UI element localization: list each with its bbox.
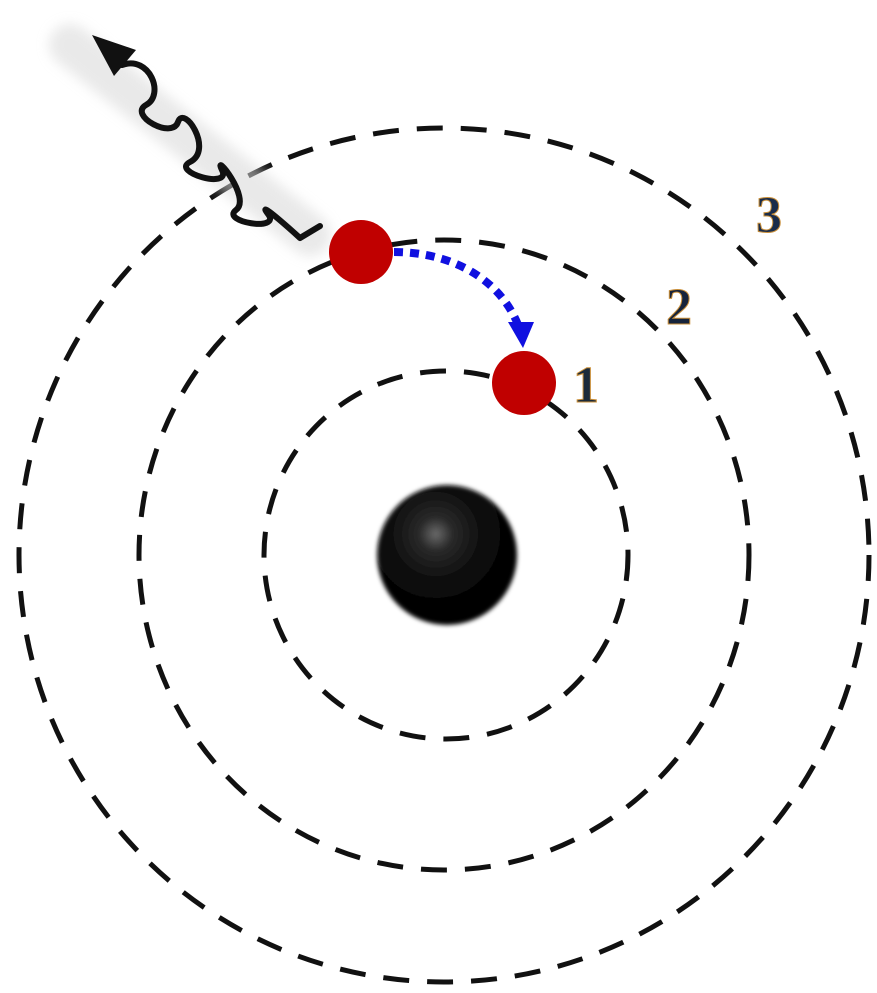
electron-final — [492, 351, 556, 415]
level-label-1: 1 — [573, 357, 599, 414]
level-label-2: 2 — [666, 279, 692, 336]
level-label-3: 3 — [756, 187, 782, 244]
dotted-arrow-icon — [394, 252, 534, 348]
nucleus — [377, 485, 517, 625]
electron-initial — [329, 220, 393, 284]
